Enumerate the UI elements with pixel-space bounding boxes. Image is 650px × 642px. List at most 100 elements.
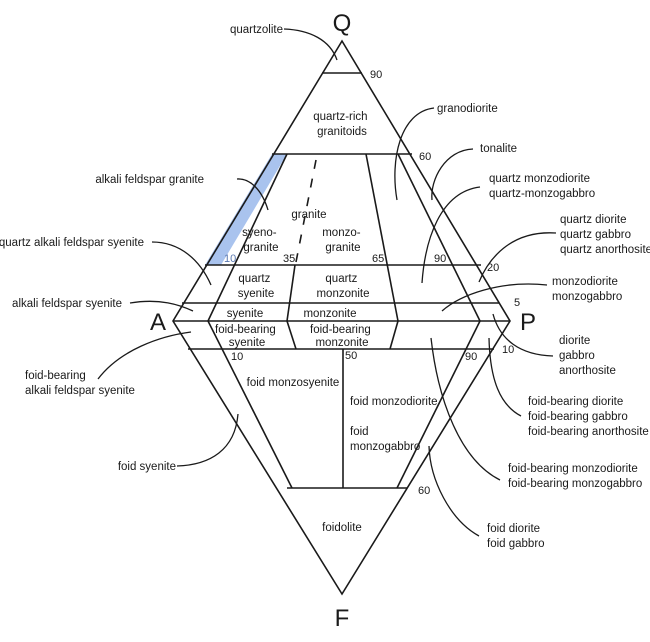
region-line: granite xyxy=(243,242,278,254)
callout-alkali-feldspar-syenite: alkali feldspar syenite xyxy=(12,298,122,310)
region-foid-monzosyenite: foid monzosyenite xyxy=(247,377,340,389)
region-line: monzo- xyxy=(322,227,361,239)
vertex-q-label: Q xyxy=(333,10,352,37)
callout-monzodiorite: monzodiorite monzogabbro xyxy=(552,276,622,303)
region-line: quartz xyxy=(325,273,357,285)
region-quartz-syenite: quartz syenite xyxy=(238,273,274,300)
callout-quartz-monzodiorite: quartz monzodiorite quartz-monzogabbro xyxy=(489,173,595,200)
leader-monzodiorite xyxy=(441,283,548,312)
region-monzonite: monzonite xyxy=(303,308,356,320)
region-granite: granite xyxy=(291,209,326,221)
callout-foid-bearing-alkali-feldspar-syenite: foid-bearing alkali feldspar syenite xyxy=(25,370,135,397)
region-foidolite: foidolite xyxy=(322,522,362,534)
callout-alkali-feldspar-granite: alkali feldspar granite xyxy=(95,174,204,186)
leader-granodiorite xyxy=(394,107,435,201)
region-monzogranite: monzo- granite xyxy=(322,227,364,254)
callout-line: gabbro xyxy=(559,350,595,362)
tick-fp10: 10 xyxy=(231,351,243,363)
leader-quartz-diorite xyxy=(478,232,557,283)
leader-foid-bearing-alkali-feldspar-syenite xyxy=(97,331,192,380)
callout-line: foid-bearing monzogabbro xyxy=(508,478,642,490)
leader-foid-syenite xyxy=(176,413,239,467)
callout-line: foid diorite xyxy=(487,523,540,535)
region-quartz-monzonite: quartz monzonite xyxy=(316,273,369,300)
region-line: monzonite xyxy=(315,337,368,349)
region-line: monzonite xyxy=(316,288,369,300)
leader-quartzolite xyxy=(283,28,338,61)
divider-90-upper xyxy=(397,153,481,322)
leader-foid-diorite xyxy=(428,445,480,537)
callout-line: foid gabbro xyxy=(487,538,545,550)
callout-line: quartz monzodiorite xyxy=(489,173,590,185)
tick-q20: 20 xyxy=(487,262,499,274)
tick-fp90: 90 xyxy=(465,351,477,363)
region-foid-bearing-syenite: foid-bearing syenite xyxy=(215,324,279,349)
region-line: foid xyxy=(350,426,369,438)
callout-line: quartz gabbro xyxy=(560,229,631,241)
region-syenite: syenite xyxy=(227,308,263,320)
tick-q90: 90 xyxy=(370,69,382,81)
tick-q60: 60 xyxy=(419,151,431,163)
callout-foid-bearing-diorite: foid-bearing diorite foid-bearing gabbro… xyxy=(528,396,649,438)
callout-line: alkali feldspar syenite xyxy=(25,385,135,397)
leader-alkali-feldspar-granite xyxy=(236,178,269,211)
region-line: quartz-rich xyxy=(313,111,367,123)
leader-alkali-feldspar-syenite xyxy=(129,300,194,312)
region-foid-monzogabbro: foid monzogabbro xyxy=(350,426,420,453)
callout-line: anorthosite xyxy=(559,365,616,377)
region-quartz-rich-granitoids: quartz-rich granitoids xyxy=(313,111,371,138)
callout-line: foid-bearing monzodiorite xyxy=(508,463,638,475)
tick-p90: 90 xyxy=(434,253,446,265)
tick-f60: 60 xyxy=(418,485,430,497)
region-foid-bearing-monzonite: foid-bearing monzonite xyxy=(310,324,374,349)
tick-p10: 10 xyxy=(224,253,236,265)
leader-diorite xyxy=(492,313,554,357)
alkali-feldspar-granite-field xyxy=(205,154,287,265)
callout-line: foid-bearing anorthosite xyxy=(528,426,649,438)
tick-f10: 10 xyxy=(502,344,514,356)
callout-line: foid-bearing gabbro xyxy=(528,411,628,423)
divider-10-upper xyxy=(207,153,288,322)
region-line: granite xyxy=(325,242,360,254)
divider-65-lower xyxy=(389,320,399,350)
tick-fp50: 50 xyxy=(345,350,357,362)
callout-line: foid-bearing xyxy=(25,370,86,382)
divider-90-lower xyxy=(396,320,481,489)
callout-foid-diorite: foid diorite foid gabbro xyxy=(487,523,545,550)
leader-tonalite xyxy=(431,148,474,201)
region-syenogranite: syeno- granite xyxy=(242,227,280,254)
leader-quartz-monzodiorite xyxy=(421,186,481,284)
region-line: syenite xyxy=(238,288,274,300)
outer-diamond xyxy=(172,39,511,596)
callout-line: monzogabbro xyxy=(552,291,622,303)
divider-35 xyxy=(286,264,296,322)
region-line: granitoids xyxy=(317,126,367,138)
callout-line: quartz anorthosite xyxy=(560,244,650,256)
tick-q5: 5 xyxy=(514,297,520,309)
tick-p35: 35 xyxy=(283,253,295,265)
callout-tonalite: tonalite xyxy=(480,143,517,155)
region-line: syeno- xyxy=(242,227,277,239)
region-foid-monzodiorite: foid monzodiorite xyxy=(350,396,438,408)
callout-line: quartz diorite xyxy=(560,214,626,226)
callout-foid-bearing-monzodiorite: foid-bearing monzodiorite foid-bearing m… xyxy=(508,463,642,490)
divider-10-lower xyxy=(207,320,293,489)
callout-quartz-alkali-feldspar-syenite: quartz alkali feldspar syenite xyxy=(0,237,144,249)
divider-35-lower xyxy=(286,320,297,350)
vertex-f-label: F xyxy=(335,605,350,632)
region-line: syenite xyxy=(229,337,265,349)
callout-foid-syenite: foid syenite xyxy=(118,461,176,473)
callout-granodiorite: granodiorite xyxy=(437,103,498,115)
region-line: monzogabbro xyxy=(350,441,420,453)
callout-line: monzodiorite xyxy=(552,276,618,288)
vertex-a-label: A xyxy=(150,309,166,336)
callout-line: quartz-monzogabbro xyxy=(489,188,595,200)
callout-diorite: diorite gabbro anorthosite xyxy=(559,335,616,377)
leader-foid-bearing-diorite xyxy=(488,337,522,417)
vertex-p-label: P xyxy=(520,309,536,336)
callout-quartzolite: quartzolite xyxy=(230,24,283,36)
divider-65-upper xyxy=(365,153,399,322)
region-line: foid-bearing xyxy=(310,324,371,336)
region-line: foid-bearing xyxy=(215,324,276,336)
